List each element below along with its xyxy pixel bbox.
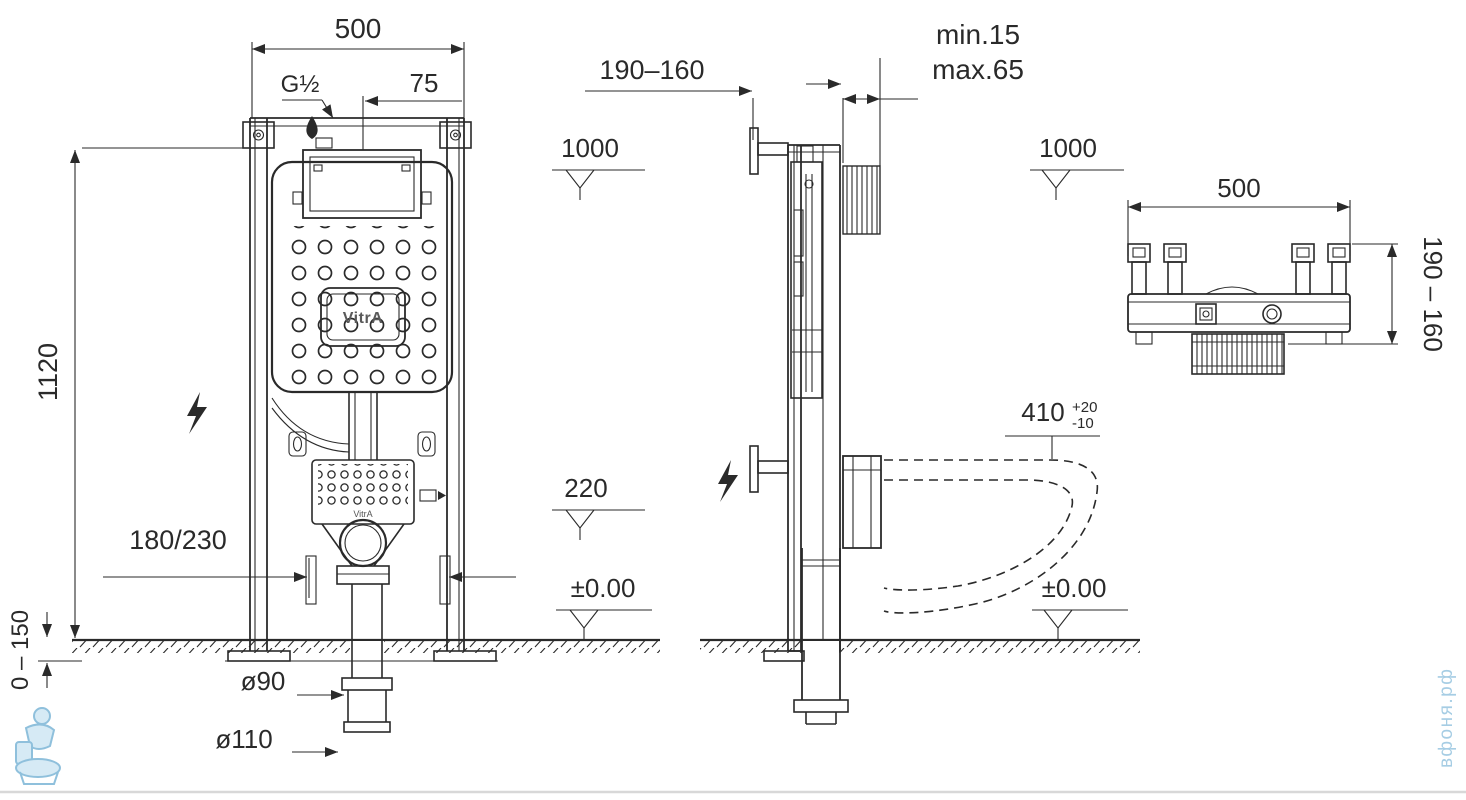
side-dimensions: 190–160 min.15 max.65 1000 410 +20 -10 ±…: [585, 19, 1128, 640]
front-dimensions: 500 G½ 75 1120 180/230 0 – 150 ø90 ø110: [7, 13, 652, 757]
dim-top-depth: 190 – 160: [1418, 236, 1448, 352]
level-front-zero: ±0.00: [571, 573, 636, 603]
dim-wall-min: min.15: [936, 19, 1020, 50]
side-cistern: [790, 145, 823, 399]
front-cistern: VitrA: [270, 149, 454, 453]
side-frame-outline: [749, 127, 841, 652]
top-frame: [1127, 243, 1351, 375]
dim-top-width: 500: [1217, 173, 1260, 203]
side-view: 190–160 min.15 max.65 1000 410 +20 -10 ±…: [585, 19, 1140, 725]
bracket-brand-label: VitrA: [353, 509, 372, 519]
electric-flush-icon: [187, 392, 207, 434]
dim-front-height: 1120: [33, 343, 63, 401]
dim-side-depth: 190–160: [599, 55, 704, 85]
dim-drain-90: ø90: [241, 666, 286, 696]
level-front-1000: 1000: [561, 133, 619, 163]
watermark-text: вфоня.рф: [1436, 668, 1457, 768]
dim-bowl-height: 410: [1021, 397, 1064, 427]
dim-fixing-distance: 180/230: [129, 525, 227, 555]
dim-inlet-offset: 75: [410, 68, 439, 98]
dim-wall-max: max.65: [932, 54, 1024, 85]
dim-drain-110: ø110: [215, 724, 272, 754]
front-flush-assembly: VitrA: [288, 392, 451, 605]
cistern-brand-label: VitrA: [343, 310, 383, 327]
dim-feet-adjust: 0 – 150: [7, 610, 34, 690]
top-dimensions: 500 190 – 160: [1127, 173, 1448, 352]
dim-inlet-thread: G½: [281, 71, 320, 98]
dim-front-width: 500: [335, 13, 382, 44]
front-floor-drain: [72, 584, 660, 733]
water-drop-icon: [306, 116, 318, 139]
level-side-zero: ±0.00: [1042, 573, 1107, 603]
side-wall-section: [842, 165, 881, 235]
dim-bowl-height-tol-minus: -10: [1072, 415, 1094, 432]
top-view: 500 190 – 160: [1127, 173, 1448, 375]
dim-bowl-height-tol-plus: +20: [1072, 399, 1097, 416]
electric-flush-icon-side: [718, 460, 738, 502]
side-floor-drain: [700, 548, 1140, 725]
side-bowl: [842, 455, 1099, 614]
front-view: VitrA VitrA: [7, 13, 660, 757]
site-logo-icon: [15, 707, 61, 785]
front-frame-outline: [242, 117, 472, 651]
level-front-220: 220: [564, 473, 607, 503]
level-side-1000: 1000: [1039, 133, 1097, 163]
